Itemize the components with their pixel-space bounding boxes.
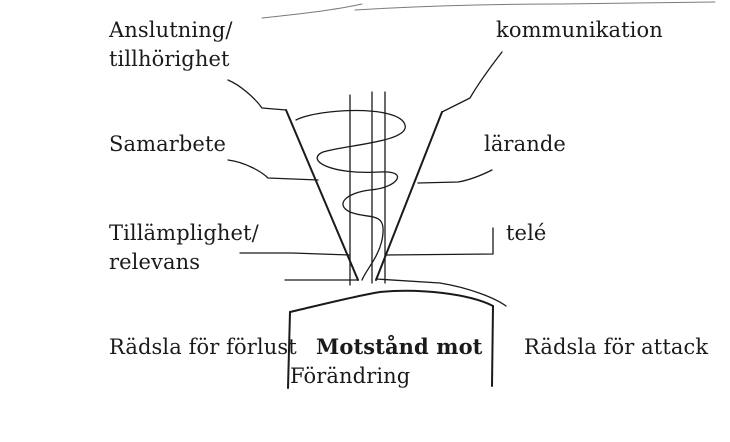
label-anslutning-line1: Anslutning/ <box>109 18 233 42</box>
scan-mark-top <box>261 3 363 19</box>
motstand-box-top <box>289 289 494 313</box>
label-samarbete: Samarbete <box>109 132 227 156</box>
funnel-left-side <box>285 109 359 281</box>
label-tillamplighet-line1: Tillämplighet/ <box>109 221 259 245</box>
connector-tillamplighet <box>239 252 351 256</box>
connector-larande <box>417 169 493 184</box>
label-tele: telé <box>506 221 547 245</box>
label-radsla-attack: Rädsla för attack <box>524 335 709 359</box>
funnel-right-side <box>375 111 443 281</box>
connector-samarbete <box>227 159 319 181</box>
funnel-spiral <box>295 109 406 281</box>
label-anslutning-line2: tillhörighet <box>109 47 230 71</box>
connector-base-right <box>375 278 507 307</box>
connector-anslutning <box>227 79 287 111</box>
label-larande: lärande <box>484 132 566 156</box>
scan-mark-top <box>354 1 716 11</box>
label-forandring: Förändring <box>290 364 411 388</box>
motstand-box-left <box>287 311 291 389</box>
motstand-box-right <box>491 305 494 387</box>
label-radsla-forlust: Rädsla för förlust <box>109 335 297 359</box>
connector-kommunikation <box>441 51 503 113</box>
label-kommunikation: kommunikation <box>496 18 663 42</box>
label-motstand: Motstånd mot <box>316 334 483 359</box>
connector-tele <box>384 227 494 256</box>
label-tillamplighet-line2: relevans <box>109 250 201 274</box>
